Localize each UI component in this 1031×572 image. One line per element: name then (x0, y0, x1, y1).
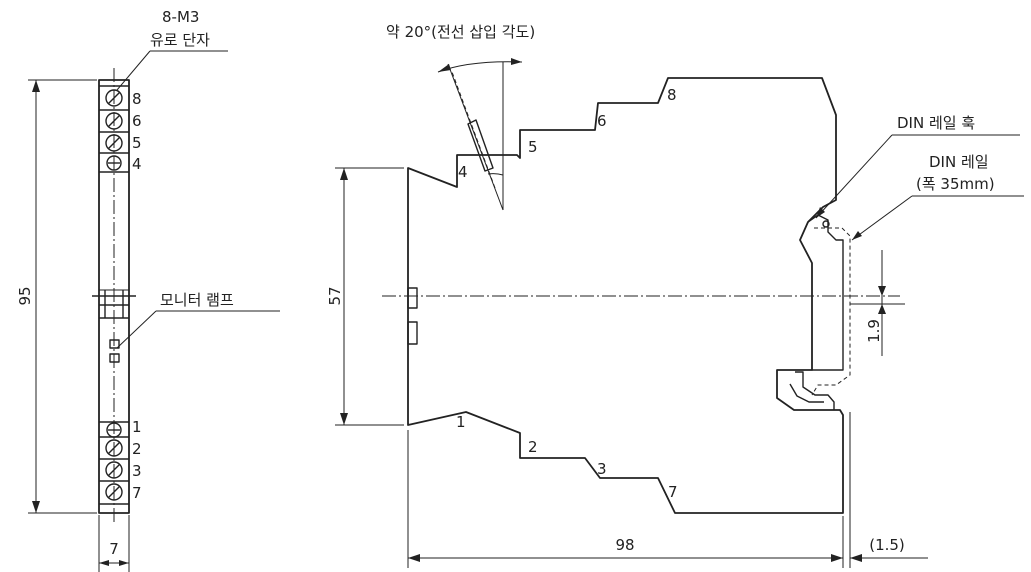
front-view: 8 6 5 4 1 2 3 7 8-M3 유로 단자 모니터 램프 95 (16, 8, 280, 572)
screw-icon (106, 155, 122, 171)
front-clip (92, 289, 136, 319)
din-rail-slot (807, 214, 844, 371)
terminal-leader (116, 50, 151, 91)
screw-icon (105, 439, 123, 457)
mid-height-dimension (335, 167, 404, 426)
depth-dimension-value: 98 (615, 536, 634, 554)
side-terminal-7: 7 (668, 483, 678, 501)
width-dimension-value: 7 (109, 540, 119, 558)
side-terminal-5: 5 (528, 138, 538, 156)
mid-height-dimension-value: 57 (326, 286, 344, 305)
din-hook-label: DIN 레일 훅 (897, 114, 975, 132)
screw-icon (105, 134, 123, 152)
terminal-5-number: 5 (132, 134, 142, 152)
width-dimension (98, 515, 130, 572)
wire-angle-indicator (437, 58, 523, 211)
side-body-outline (407, 77, 844, 514)
side-terminal-2: 2 (528, 438, 538, 456)
bottom-terminal-block (99, 421, 129, 505)
side-terminal-1: 1 (456, 413, 466, 431)
height-dimension-value: 95 (16, 286, 34, 305)
din-rail-label: DIN 레일 (929, 153, 989, 171)
side-view: 8 6 5 4 1 2 3 7 약 20°(전선 삽입 각도) DIN 레일 훅 (326, 23, 1024, 568)
screw-icon (106, 422, 122, 438)
wire-angle-label: 약 20°(전선 삽입 각도) (386, 23, 535, 41)
terminal-8-number: 8 (132, 90, 142, 108)
screw-icon (105, 89, 123, 107)
side-lamp-window (407, 321, 418, 345)
terminal-7-number: 7 (132, 484, 142, 502)
height-dimension (28, 79, 97, 514)
side-terminal-6: 6 (597, 112, 607, 130)
din-rail (811, 227, 851, 396)
terminal-3-number: 3 (132, 462, 142, 480)
lamp-offset-dimension-value: 1.9 (865, 319, 883, 343)
screw-icon (105, 461, 123, 479)
screw-icon (105, 112, 123, 130)
lamp-offset-dimension (850, 250, 905, 356)
rail-offset-dimension-value: (1.5) (869, 536, 905, 554)
terminal-1-number: 1 (132, 418, 142, 436)
din-rail-width-label: (폭 35mm) (916, 175, 995, 193)
side-terminal-4: 4 (458, 163, 468, 181)
monitor-lamp (109, 339, 120, 363)
terminal-2-number: 2 (132, 440, 142, 458)
monitor-lamp-leader (116, 310, 157, 349)
side-lamp-window (407, 287, 418, 309)
monitor-lamp-label: 모니터 램프 (160, 291, 234, 309)
din-hook-leader (815, 134, 893, 219)
screw-icon (105, 483, 123, 501)
terminal-4-number: 4 (132, 155, 142, 173)
depth-dimension (407, 412, 928, 568)
side-terminal-3: 3 (597, 460, 607, 478)
terminal-name-label: 유로 단자 (150, 31, 210, 49)
din-rail-leader (851, 195, 913, 241)
top-terminal-block (99, 85, 129, 173)
side-terminal-8: 8 (667, 86, 677, 104)
terminal-spec-label: 8-M3 (162, 8, 199, 26)
terminal-6-number: 6 (132, 112, 142, 130)
